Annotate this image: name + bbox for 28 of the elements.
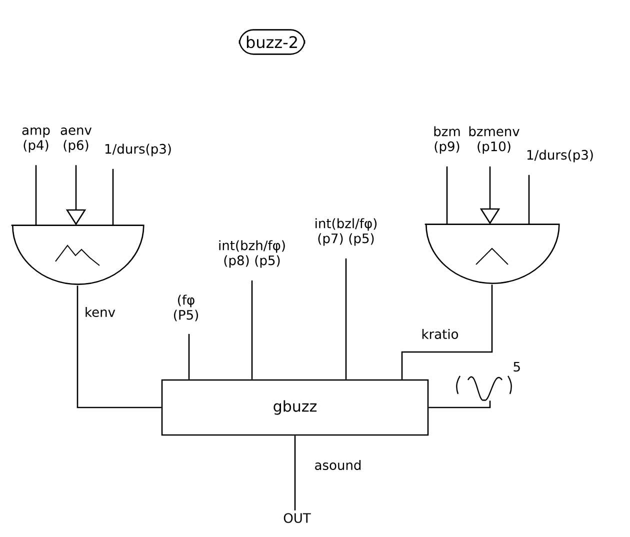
oscillator-symbol — [10, 224, 144, 285]
edge-label: kenv — [84, 306, 116, 318]
unit-box: gbuzz — [161, 379, 429, 436]
title-box: buzz-2 — [238, 29, 306, 55]
input-label: int(bzl/fφ) (p7) (p5) — [316, 218, 377, 246]
connector — [35, 165, 37, 226]
edge-label: kratio — [420, 328, 460, 340]
input-label: OUT — [284, 513, 311, 523]
connector — [345, 258, 347, 380]
input-label: bzm (p9) — [434, 126, 460, 154]
connector — [188, 334, 190, 380]
edge-label: asound — [313, 458, 363, 472]
connector — [112, 168, 114, 226]
connector — [251, 280, 253, 380]
connector — [528, 174, 530, 224]
input-label: amp (p4) — [22, 128, 50, 152]
input-label: int(bzh/fφ) (p8) (p5) — [219, 240, 285, 268]
input-label: 1/durs(p3) — [105, 144, 171, 156]
connector — [401, 284, 493, 380]
connector — [446, 166, 448, 224]
oscillator-symbol — [424, 224, 560, 284]
input-label: aenv (p6) — [60, 128, 92, 152]
connector — [428, 400, 491, 408]
connector — [294, 436, 296, 510]
input-label: (fφ (P5) — [174, 294, 198, 322]
input-label: bzmenv (p10) — [469, 126, 520, 154]
connector — [76, 286, 162, 408]
input-label: 1/durs(p3) — [527, 150, 593, 162]
